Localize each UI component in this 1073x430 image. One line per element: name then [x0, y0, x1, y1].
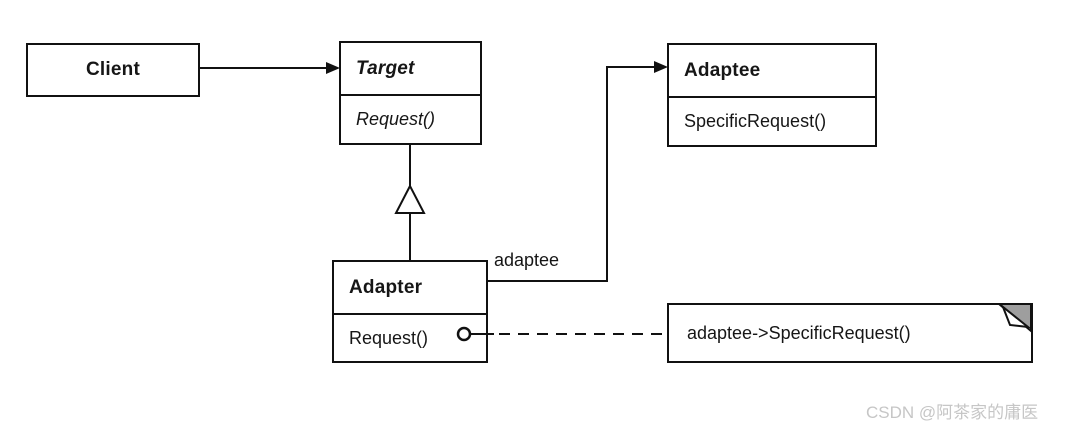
client-target-arrowhead-icon: [326, 62, 340, 74]
target-operations-compartment: Request(): [341, 94, 480, 143]
adapter-operations-compartment: Request(): [334, 313, 486, 361]
watermark-text: CSDN @阿茶家的庸医: [866, 403, 1039, 422]
client-name-compartment: Client: [28, 45, 198, 95]
adapter-target-generalization: [394, 145, 426, 260]
target-name-compartment: Target: [341, 43, 480, 94]
implementation-note-text: adaptee->SpecificRequest(): [687, 322, 911, 343]
adaptee-name-compartment: Adaptee: [669, 45, 875, 96]
generalization-triangle-icon: [394, 183, 426, 214]
target-operation-request: Request(): [356, 109, 436, 129]
adapter-adaptee-arrowhead-icon: [654, 61, 668, 73]
note-connector: [456, 326, 667, 342]
implementation-note: adaptee->SpecificRequest(): [667, 303, 1033, 363]
client-target-association: [200, 62, 340, 74]
class-box-client: Client: [26, 43, 200, 97]
adapter-adaptee-association: [488, 61, 668, 282]
class-box-target: Target Request(): [339, 41, 482, 145]
adaptee-class-name: Adaptee: [684, 59, 761, 81]
adaptee-operation-specificrequest: SpecificRequest(): [684, 111, 827, 131]
association-label-adaptee: adaptee: [494, 250, 560, 270]
target-class-name: Target: [356, 57, 415, 79]
adapter-operation-request: Request(): [349, 327, 429, 348]
adapter-class-name: Adapter: [349, 276, 423, 298]
class-box-adapter: Adapter Request(): [332, 260, 488, 363]
adaptee-operations-compartment: SpecificRequest(): [669, 96, 875, 145]
client-class-name: Client: [86, 59, 140, 80]
adapter-name-compartment: Adapter: [334, 262, 486, 313]
class-box-adaptee: Adaptee SpecificRequest(): [667, 43, 877, 147]
